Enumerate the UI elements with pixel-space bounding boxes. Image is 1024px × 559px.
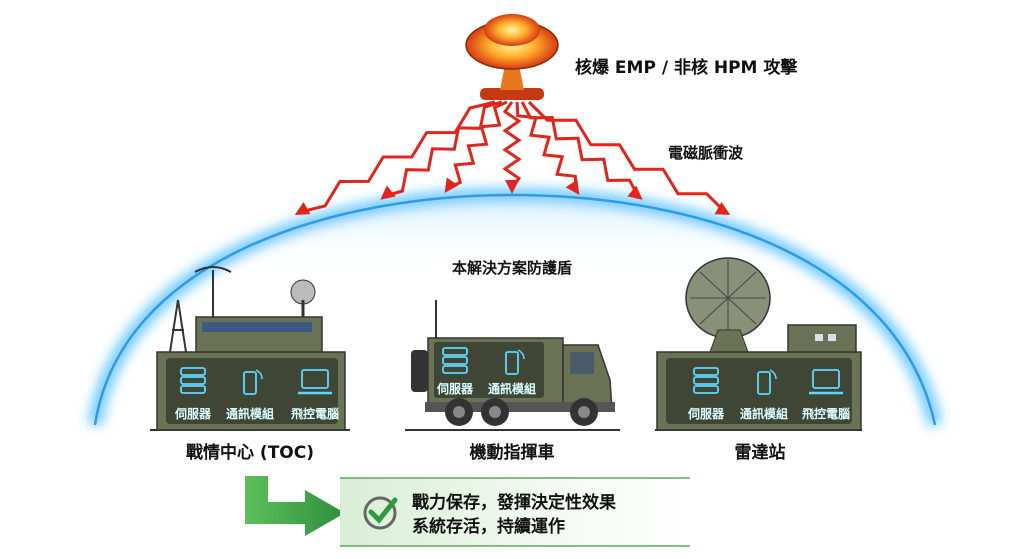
device-label: 通訊模組 bbox=[740, 406, 788, 421]
emp-wave-bolt bbox=[384, 100, 503, 198]
emp-wave-arrowhead bbox=[565, 179, 580, 195]
device-panels: 伺服器通訊模組飛控電腦伺服器通訊模組伺服器通訊模組飛控電腦 bbox=[174, 347, 850, 421]
emp-wave-bolt bbox=[527, 100, 727, 214]
site-label-truck: 機動指揮車 bbox=[470, 442, 555, 463]
site-label-toc: 戰情中心 (TOC) bbox=[186, 442, 314, 463]
comm-module-icon bbox=[505, 349, 525, 375]
flight-computer-icon bbox=[809, 369, 843, 395]
device-label: 伺服器 bbox=[436, 381, 474, 396]
server-icon bbox=[693, 367, 719, 394]
server-icon bbox=[180, 367, 206, 394]
result-arrow-icon bbox=[245, 476, 345, 536]
flight-computer-icon bbox=[298, 369, 332, 395]
check-circle-icon bbox=[363, 496, 398, 530]
explosion-icon bbox=[465, 14, 559, 100]
emp-wave-arrowhead bbox=[294, 201, 311, 215]
device-label: 通訊模組 bbox=[488, 381, 536, 396]
device-label: 飛控電腦 bbox=[801, 406, 850, 421]
emp-wave-arrowhead bbox=[380, 185, 396, 200]
device-label: 伺服器 bbox=[174, 406, 212, 421]
emp-wave-arrowhead bbox=[627, 185, 643, 200]
attack-label: 核爆 EMP / 非核 HPM 攻擊 bbox=[575, 57, 798, 78]
emp-wave-arrowhead bbox=[714, 201, 731, 215]
device-label: 飛控電腦 bbox=[290, 406, 339, 421]
emp-wave-bolt bbox=[299, 100, 496, 214]
emp-wave-bolt bbox=[520, 101, 640, 197]
wave-label: 電磁脈衝波 bbox=[668, 144, 744, 162]
device-label: 伺服器 bbox=[687, 406, 725, 421]
server-icon bbox=[442, 347, 468, 374]
emp-wave-bolt bbox=[502, 101, 522, 189]
result-line-2: 系統存活，持續運作 bbox=[412, 516, 565, 537]
device-label: 通訊模組 bbox=[226, 406, 274, 421]
emp-wave-arrowhead bbox=[444, 177, 459, 193]
emp-wave-arrowhead bbox=[505, 180, 519, 194]
toc-building bbox=[156, 266, 346, 431]
shield-label: 本解決方案防護盾 bbox=[452, 259, 572, 277]
emp-wave-bolt bbox=[447, 100, 508, 190]
result-box: 戰力保存，發揮決定性效果 系統存活，持續運作 bbox=[340, 477, 690, 547]
comm-module-icon bbox=[757, 369, 777, 395]
result-line-1: 戰力保存，發揮決定性效果 bbox=[412, 492, 616, 513]
emp-waves bbox=[294, 100, 731, 215]
site-label-radar: 雷達站 bbox=[735, 442, 786, 463]
emp-wave-bolt bbox=[515, 101, 578, 191]
comm-module-icon bbox=[243, 369, 263, 395]
